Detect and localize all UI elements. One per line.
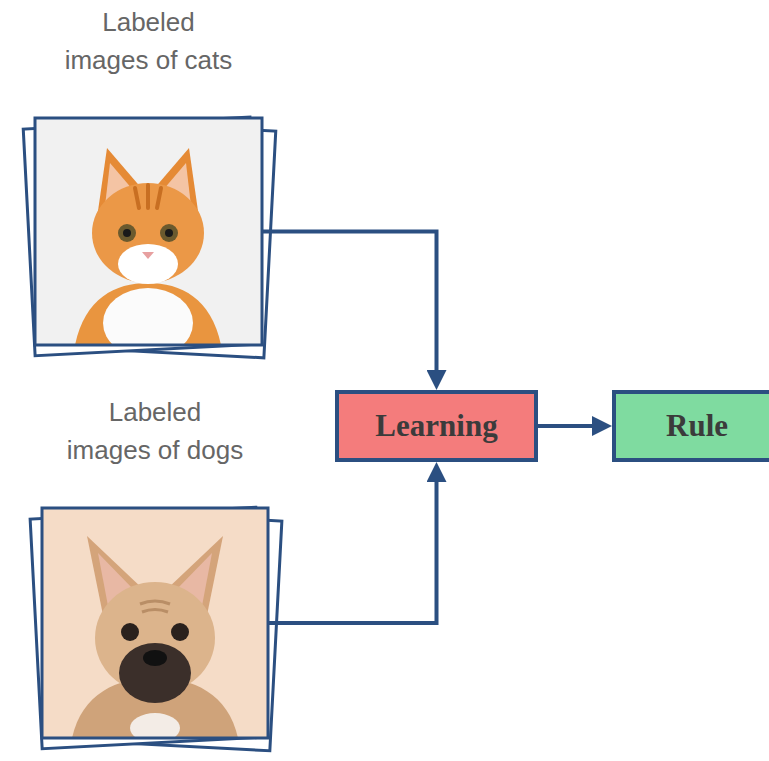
dog-chest bbox=[130, 713, 180, 738]
cat-muzzle bbox=[118, 244, 178, 284]
dog-muzzle bbox=[119, 643, 191, 703]
box-label: Learning bbox=[375, 408, 497, 444]
dog-nose bbox=[143, 650, 167, 666]
photo-background bbox=[42, 508, 268, 738]
photo-frame bbox=[42, 508, 268, 738]
process-box: Rule bbox=[612, 390, 769, 462]
cat-illustration bbox=[35, 118, 262, 345]
dog-eye bbox=[171, 623, 189, 641]
cat-pupil bbox=[165, 229, 173, 237]
arrow-connector bbox=[262, 232, 437, 381]
image-label: Labeled images of cats bbox=[49, 3, 249, 79]
back-sheet bbox=[30, 507, 268, 749]
cat-head bbox=[92, 183, 204, 283]
image-stack: Labeled images of dogs bbox=[42, 508, 268, 738]
cat-pupil bbox=[123, 229, 131, 237]
image-label: Labeled images of dogs bbox=[55, 393, 255, 469]
cat-photo-stack bbox=[23, 117, 276, 358]
cat-eye bbox=[160, 224, 178, 242]
photo-frame bbox=[35, 118, 262, 345]
image-stack: Labeled images of cats bbox=[35, 118, 262, 345]
dog-wrinkles bbox=[140, 601, 170, 612]
arrow-connector bbox=[538, 424, 602, 428]
cat-stripes bbox=[135, 185, 161, 208]
cat-chest bbox=[103, 288, 193, 345]
arrow-connector bbox=[268, 472, 437, 623]
process-box: Learning bbox=[335, 390, 538, 462]
cat-nose bbox=[142, 252, 154, 259]
cat-eye bbox=[118, 224, 136, 242]
dog-illustration bbox=[42, 508, 268, 738]
box-label: Rule bbox=[666, 408, 728, 444]
dog-photo-stack bbox=[30, 507, 282, 751]
dog-eye bbox=[121, 623, 139, 641]
